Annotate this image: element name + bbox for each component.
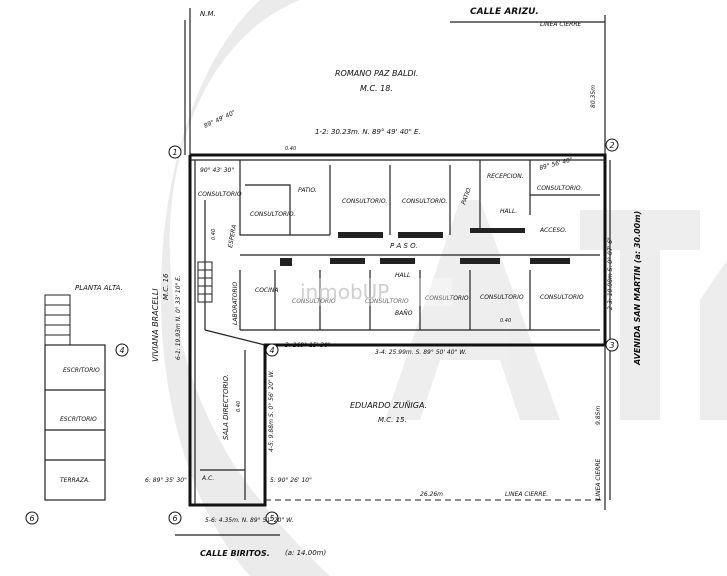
south-neighbor-code: M.C. 15. [378, 416, 407, 424]
upper-point-6-marker [25, 511, 39, 525]
room-hall-2: HALL [395, 272, 410, 279]
bottom-closing-line-label: LINEA CIERRE. [505, 491, 548, 498]
point-5-marker [265, 511, 279, 525]
north-mark-label: N.M. [200, 10, 216, 18]
point-2-marker [605, 138, 619, 152]
room-consultorio-10: CONSULTORIO [540, 294, 584, 301]
room-ac: A.C. [201, 475, 214, 482]
angle-2-label: 89° 56' 40" [539, 156, 574, 172]
point-4-marker [265, 343, 279, 357]
dim-040-top: 0.40 [285, 146, 296, 152]
point-markers: 1 2 3 4 5 6 4 6 [25, 138, 619, 525]
room-espera: ESPERA [227, 224, 238, 248]
room-consultorio-5: CONSULTORIO. [537, 185, 582, 192]
room-cocina: COCINA [255, 287, 278, 294]
watermark-logo [160, 0, 727, 576]
upper-floor-title: PLANTA ALTA. [75, 284, 123, 292]
point-6-label: 6 [172, 514, 177, 523]
dim-040-d: 0.40 [236, 401, 242, 412]
watermark: inmobUP [292, 278, 452, 306]
angle-1b-label: 90° 43' 30" [200, 167, 234, 174]
east-closing-line-label: LINEA CIERRE [595, 459, 602, 500]
west-neighbor-code: M.C. 16 [162, 273, 170, 300]
point-1-label: 1 [172, 148, 177, 157]
upper-room-escritorio-1: ESCRITORIO [63, 367, 100, 374]
side-4-5-measure: 4-5: 9.88m S. 0° 56' 20" W. [268, 370, 275, 452]
room-consultorio-7: CONSULTORIO [365, 298, 409, 305]
room-consultorio-2: CONSULTORIO. [250, 211, 295, 218]
point-4-label: 4 [269, 346, 274, 355]
room-bano: BAÑO [395, 310, 413, 317]
site-lines [175, 8, 611, 536]
west-neighbor-name: VIVIANA BRACELLI [151, 288, 160, 362]
room-acceso: ACCESO. [539, 227, 567, 234]
side-5-6-measure: 5-6: 4.35m. N. 89° 51' 20" W. [205, 517, 294, 524]
side-2-3-measure: 2-3: 10.08m S. 0° 07' 6" [607, 237, 614, 310]
north-neighbor-code: M.C. 18. [360, 84, 393, 93]
side-6-1-measure: 6-1: 19.93m N. 0° 33' 10" E. [175, 275, 182, 360]
dim-north-label: 80.35m [590, 85, 597, 108]
dim-south-label: 26.26m [420, 491, 443, 498]
upper-room-terraza: TERRAZA. [60, 477, 90, 484]
side-3-4-measure: 3-4: 25.99m. S. 89° 50' 40" W. [375, 349, 467, 356]
upper-point-4-label: 4 [119, 346, 124, 355]
east-street-label: AVENIDA SAN MARTIN (a: 30.00m) [633, 211, 642, 366]
point-1-marker [168, 145, 182, 159]
north-neighbor-name: ROMANO PAZ BALDI. [335, 69, 418, 78]
room-consultorio-6: CONSULTORIO [292, 298, 336, 305]
top-closing-line-label: LINEA CIERRE [540, 21, 581, 28]
dim-040-c: 0.40 [211, 229, 217, 240]
upper-floor-plan [44, 294, 106, 501]
south-neighbor-name: EDUARDO ZUÑIGA. [350, 400, 427, 410]
south-street-width: (a: 14.00m) [285, 549, 326, 557]
room-consultorio-8: CONSULTORIO [425, 295, 469, 302]
angle-1-label: 89° 49' 40" [203, 109, 237, 130]
room-patio-1: PATIO. [298, 187, 317, 194]
point-3-label: 3 [609, 341, 614, 350]
dim-east-label: 9.85m [595, 406, 602, 425]
point-6-marker [168, 511, 182, 525]
interior-walls [197, 160, 600, 500]
upper-point-4-marker [115, 343, 129, 357]
room-hall: HALL. [500, 208, 517, 215]
point-3-marker [605, 338, 619, 352]
staircase [197, 261, 213, 303]
room-recepcion: RECEPCION. [487, 173, 524, 180]
south-street-label: CALLE BIRITOS. [200, 549, 270, 558]
upper-floor-stairs [44, 294, 71, 346]
angle-6-label: 6: 89° 35' 30" [145, 477, 187, 484]
north-street-label: CALLE ARIZU. [470, 7, 539, 17]
room-consultorio-1: CONSULTORIO [198, 191, 242, 198]
angle-3-label: 3: 269° 15' 30" [285, 342, 331, 349]
side-1-2-measure: 1-2: 30.23m. N. 89° 49' 40" E. [315, 128, 421, 136]
angle-5-label: 5: 90° 26' 10" [270, 477, 312, 484]
room-sala-directorio: SALA DIRECTORIO. [222, 374, 230, 440]
room-consultorio-9: CONSULTORIO [480, 294, 524, 301]
watermark-text: inmobUP [300, 280, 389, 304]
upper-point-6-label: 6 [29, 514, 34, 523]
point-5-label: 5 [269, 514, 274, 523]
dim-040-b: 0.40 [500, 318, 511, 324]
room-consultorio-4: CONSULTORIO. [402, 198, 447, 205]
room-consultorio-3: CONSULTORIO. [342, 198, 387, 205]
corridor-paso: P A S O. [390, 242, 418, 250]
upper-room-escritorio-2: ESCRITORIO [60, 416, 97, 423]
room-laboratorio: LABORATORIO [232, 282, 239, 325]
point-2-label: 2 [609, 141, 614, 150]
